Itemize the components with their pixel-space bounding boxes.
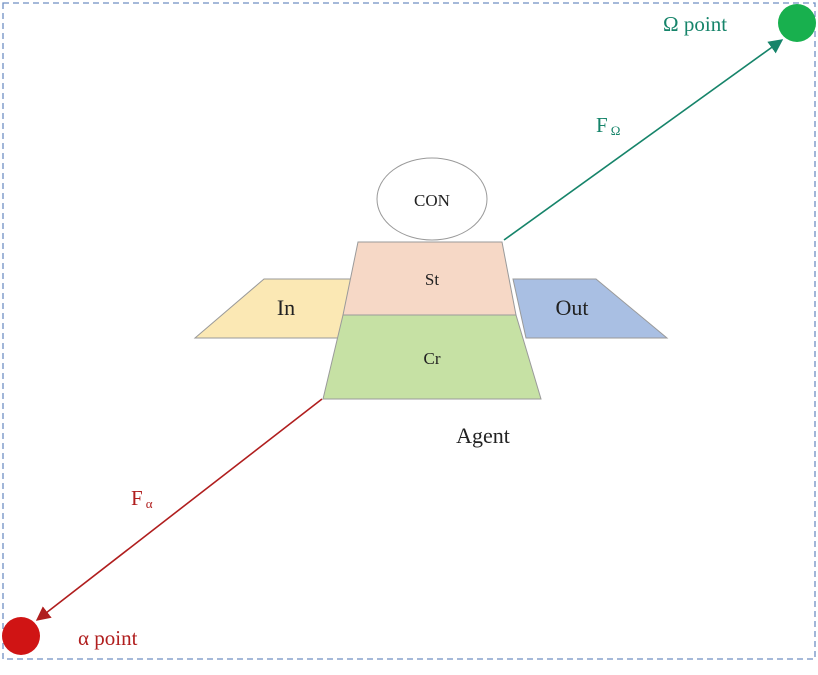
con-ellipse: [376, 157, 488, 241]
st-label: St: [425, 270, 439, 289]
alpha-point-dot: [2, 617, 40, 655]
cr-block: [322, 314, 542, 400]
out-label: Out: [556, 295, 589, 320]
dashed-frame: [2, 2, 816, 660]
agent-label: Agent: [456, 423, 510, 448]
omega-force-arrow: [503, 39, 784, 241]
omega-point-dot: [778, 4, 816, 42]
con-label: CON: [414, 191, 450, 210]
input-block: [193, 278, 354, 339]
alpha-force-arrow: [35, 398, 323, 621]
alpha-point-label: α point: [78, 626, 138, 650]
cr-label: Cr: [424, 349, 441, 368]
in-label: In: [277, 295, 295, 320]
output-block: [512, 278, 669, 339]
omega-point-label: Ω point: [663, 12, 727, 36]
